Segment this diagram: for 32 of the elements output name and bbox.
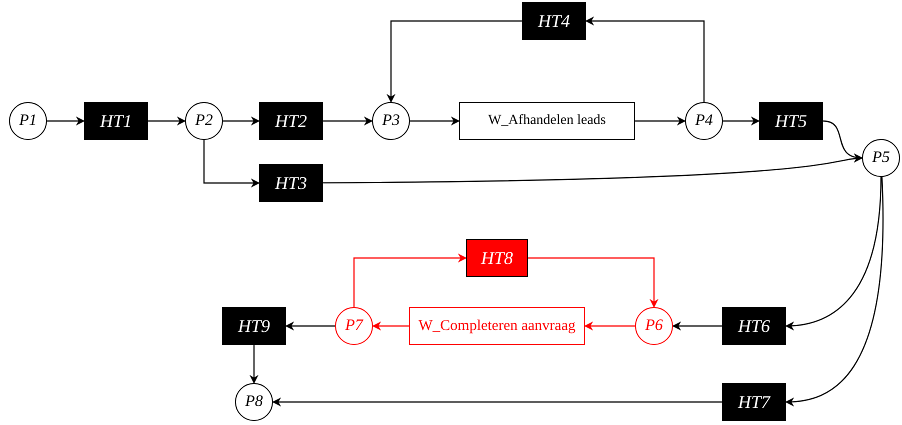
- arrow: [635, 116, 686, 126]
- arrow: [585, 16, 705, 102]
- transition-box: HT3: [259, 164, 323, 202]
- arrow: [223, 116, 260, 126]
- arrow: [410, 116, 460, 126]
- arrow: [250, 345, 258, 384]
- transition-box: HT1: [84, 102, 148, 140]
- transition-box: HT2: [259, 102, 323, 140]
- arrow: [528, 257, 658, 308]
- transition-box: HT5: [759, 102, 823, 140]
- transition-box: HT6: [722, 307, 786, 345]
- arrow: [203, 140, 260, 188]
- arrow: [785, 176, 884, 406]
- arrow: [47, 116, 85, 126]
- arrow: [353, 254, 467, 307]
- arrow: [272, 398, 722, 406]
- arrow: [323, 116, 373, 126]
- arrow: [723, 116, 760, 126]
- arrow: [386, 20, 522, 103]
- transition-box: HT8: [466, 239, 528, 277]
- arrow: [672, 322, 722, 330]
- arrow: [323, 154, 863, 184]
- arrow: [785, 176, 882, 330]
- task-box: W_Afhandelen leads: [459, 102, 635, 140]
- arrow: [285, 322, 335, 330]
- arrow: [372, 322, 409, 330]
- arrow: [584, 322, 635, 330]
- transition-box: HT4: [522, 2, 586, 40]
- task-box: W_Completeren aanvraag: [409, 307, 585, 345]
- arrow: [148, 116, 186, 126]
- transition-box: HT9: [222, 307, 286, 345]
- transition-box: HT7: [722, 383, 786, 421]
